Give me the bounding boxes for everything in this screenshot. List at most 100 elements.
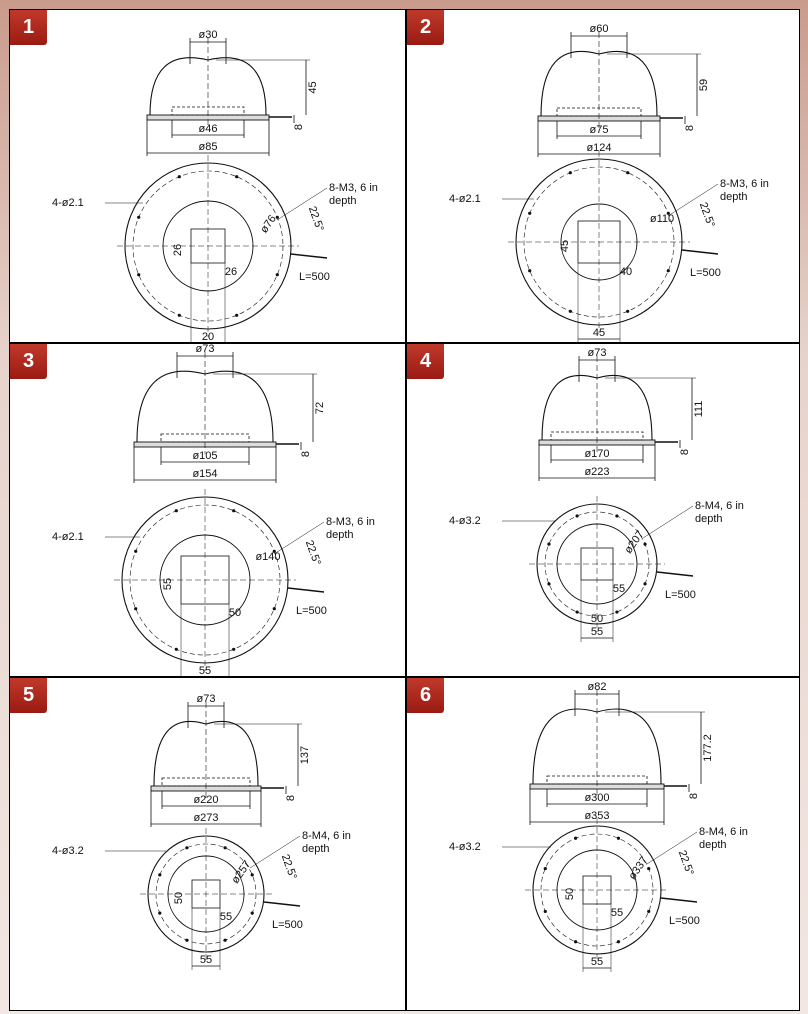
label-flange-height: 8 (293, 124, 305, 130)
label-outer-diameter: ø124 (586, 142, 611, 154)
label-top-diameter: ø73 (197, 693, 216, 705)
screw-hole (547, 542, 551, 546)
screw-hole (543, 866, 547, 871)
screw-hole (134, 549, 138, 553)
label-bolt-circle-diameter: ø337 (626, 855, 650, 882)
label-mount-holes: 4-ø3.2 (52, 845, 84, 857)
label-screws-depth: depth (695, 513, 723, 525)
screw-hole (158, 911, 162, 915)
panel-number-badge: 4 (407, 344, 444, 379)
screw-hole (626, 171, 630, 175)
panel-number-badge: 6 (407, 678, 444, 713)
screw-hole (615, 610, 619, 614)
label-bolt-circle-diameter: ø257 (229, 859, 253, 886)
label-screws-depth: depth (699, 839, 727, 851)
screw-hole (185, 846, 189, 850)
screw-hole (568, 171, 572, 175)
label-cable-length: L=500 (272, 919, 303, 931)
label-window-extra: 50 (591, 613, 603, 625)
label-screws: 8-M3, 6 in (720, 178, 769, 190)
label-mount-holes: 4-ø3.2 (449, 515, 481, 527)
label-screws-depth: depth (302, 843, 330, 855)
screw-hole (643, 542, 647, 546)
label-bolt-circle-diameter: ø76 (258, 213, 279, 235)
label-flange-height: 8 (285, 795, 297, 801)
plan-cable (656, 571, 694, 577)
label-screws: 8-M3, 6 in (326, 516, 375, 528)
label-mount-holes: 4-ø2.1 (52, 531, 84, 543)
label-screws-depth: depth (720, 191, 748, 203)
screw-hole (647, 866, 651, 871)
label-mount-holes: 4-ø3.2 (449, 841, 481, 853)
label-cable-length: L=500 (665, 589, 696, 601)
screw-hole (666, 269, 670, 273)
label-angle: 22.5° (303, 539, 323, 567)
label-flange-height: 8 (679, 449, 691, 455)
label-height: 45 (307, 81, 319, 93)
screw-hole (616, 836, 621, 840)
plan-cable (287, 587, 325, 593)
screw-hole (275, 273, 279, 277)
label-top-diameter: ø30 (199, 29, 218, 41)
leader-line (249, 835, 301, 869)
label-screws: 8-M3, 6 in (329, 182, 378, 194)
label-cable-length: L=500 (299, 271, 330, 283)
leader-line (642, 505, 694, 539)
label-outer-diameter: ø154 (192, 468, 217, 480)
screw-hole (137, 215, 141, 219)
leader-line (667, 183, 719, 217)
screw-hole (575, 610, 579, 614)
label-window-inner: 55 (220, 911, 232, 923)
label-cable-length: L=500 (669, 915, 700, 927)
label-inner-diameter: ø170 (584, 448, 609, 460)
label-cable-length: L=500 (690, 267, 721, 279)
screw-hole (272, 549, 276, 553)
camera-window (191, 879, 221, 909)
screw-hole (137, 273, 141, 277)
label-window-inner: 50 (229, 607, 241, 619)
label-top-diameter: ø60 (590, 23, 609, 35)
screw-hole (134, 607, 138, 611)
label-height: 111 (693, 401, 705, 418)
label-inner-diameter: ø75 (590, 124, 609, 136)
screw-hole (250, 873, 254, 877)
screw-hole (573, 836, 578, 840)
label-screws-depth: depth (329, 195, 357, 207)
screw-hole (232, 647, 236, 651)
screw-hole (666, 211, 670, 215)
label-window-inner: 55 (611, 907, 623, 919)
label-flange-height: 8 (684, 125, 696, 131)
screw-hole (174, 647, 178, 651)
label-angle: 22.5° (676, 849, 696, 877)
label-bolt-circle-diameter: ø140 (255, 551, 280, 563)
label-window-inner: 55 (613, 583, 625, 595)
label-window-height: 50 (564, 888, 576, 900)
outer-ring (147, 835, 265, 953)
screw-hole (275, 215, 279, 219)
screw-hole (528, 269, 532, 273)
screw-hole (616, 940, 621, 944)
screw-hole (272, 607, 276, 611)
label-top-diameter: ø73 (196, 344, 215, 355)
label-bolt-circle-diameter: ø110 (650, 213, 674, 225)
label-cable-length: L=500 (296, 605, 327, 617)
label-window-height: 45 (559, 240, 571, 252)
label-top-diameter: ø73 (588, 347, 607, 359)
panel-number-badge: 5 (10, 678, 47, 713)
screw-hole (643, 582, 647, 586)
plan-cable (290, 253, 328, 259)
screw-hole (547, 582, 551, 586)
screw-hole (235, 313, 239, 317)
label-height: 72 (314, 402, 326, 414)
label-height: 59 (698, 79, 710, 91)
label-outer-diameter: ø85 (199, 141, 218, 153)
label-outer-diameter: ø273 (193, 812, 218, 824)
screw-hole (232, 509, 236, 513)
label-window-width: 55 (199, 665, 211, 676)
label-window-height: 55 (162, 578, 174, 590)
